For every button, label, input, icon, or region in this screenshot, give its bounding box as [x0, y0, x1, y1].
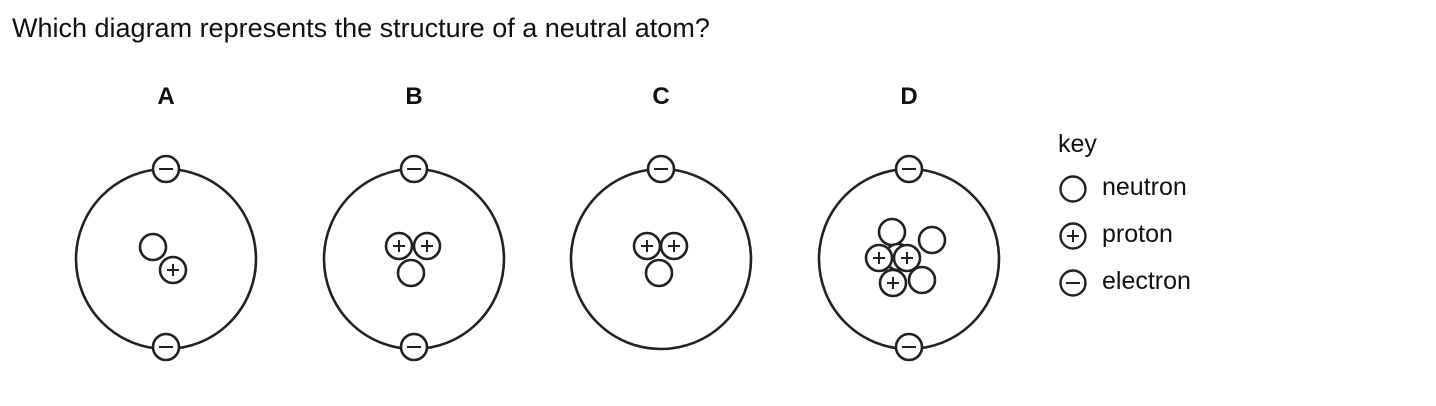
key-label-electron: electron — [1102, 267, 1191, 295]
proton-particle — [632, 231, 662, 261]
diagram-label-d: D — [900, 83, 918, 110]
key-legend: key neutron proton electron — [1058, 126, 1278, 306]
electron-particle — [399, 154, 429, 184]
atom-diagram-c — [569, 154, 753, 351]
proton-particle — [659, 231, 689, 261]
key-item-proton: proton — [1058, 218, 1258, 252]
electron-particle — [894, 332, 924, 362]
electron-particle — [399, 332, 429, 362]
proton-particle — [892, 243, 922, 273]
neutron-particle — [917, 225, 947, 255]
question-text: Which diagram represents the structure o… — [12, 13, 710, 43]
key-label-neutron: neutron — [1102, 173, 1187, 201]
atom-diagram-d — [817, 154, 1001, 362]
diagram-label-a: A — [157, 83, 175, 110]
atom-diagram-a — [74, 154, 258, 362]
electron-shell — [322, 167, 506, 351]
electron-particle — [151, 154, 181, 184]
key-label-proton: proton — [1102, 220, 1173, 248]
electron-particle — [646, 154, 676, 184]
atom-diagram-b — [322, 154, 506, 362]
proton-particle — [864, 243, 894, 273]
proton-icon — [1059, 222, 1087, 250]
neutron-particle — [396, 258, 426, 288]
neutron-particle — [907, 265, 937, 295]
key-item-electron: electron — [1058, 265, 1258, 299]
neutron-particle — [138, 232, 168, 262]
proton-particle — [384, 231, 414, 261]
neutron-particle — [644, 258, 674, 288]
diagram-label-b: B — [405, 83, 423, 110]
key-item-neutron: neutron — [1058, 171, 1258, 205]
neutron-particle — [877, 217, 907, 247]
diagram-label-c: C — [652, 83, 670, 110]
proton-particle — [158, 255, 188, 285]
electron-particle — [151, 332, 181, 362]
neutron-icon — [1059, 175, 1087, 203]
electron-icon — [1059, 269, 1087, 297]
proton-particle — [878, 268, 908, 298]
electron-particle — [894, 154, 924, 184]
proton-particle — [412, 231, 442, 261]
key-title: key — [1058, 130, 1097, 158]
